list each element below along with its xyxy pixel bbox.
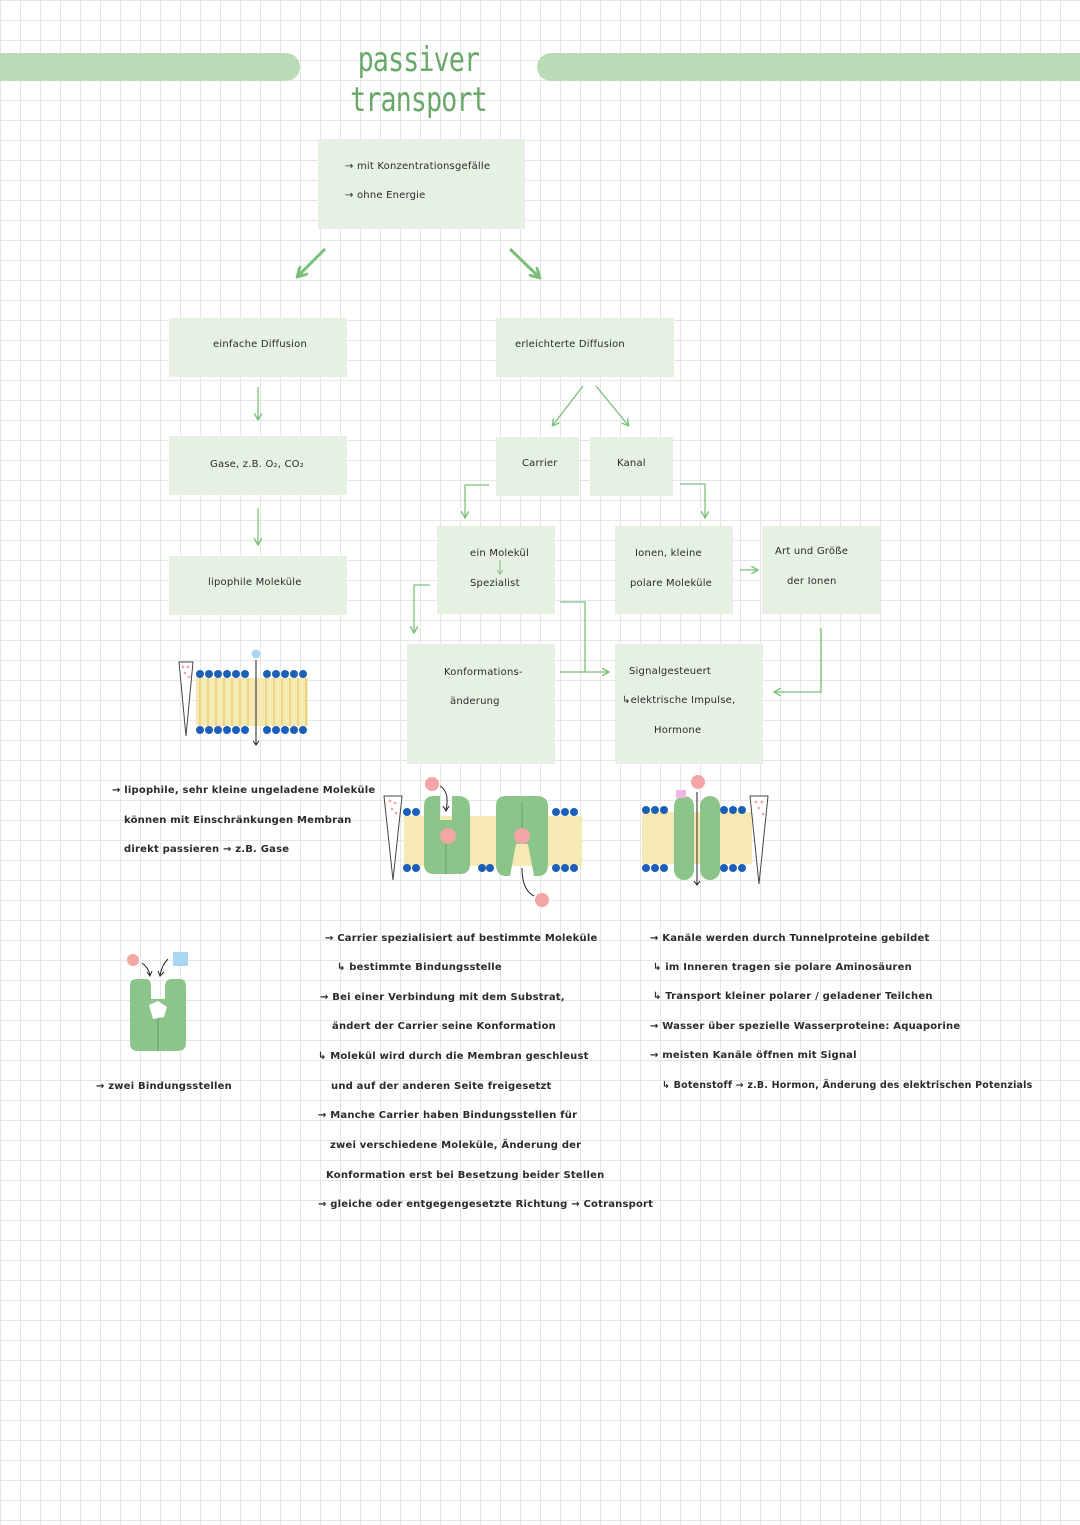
simple-note-3: direkt passieren → z.B. Gase (124, 844, 290, 855)
box-gase (169, 436, 347, 495)
kanal-membrane-diagram (642, 775, 769, 886)
box-einfache-diffusion (169, 318, 347, 377)
box-konformation (407, 644, 555, 764)
mini-arrow (496, 560, 504, 575)
label-erleichterte-diffusion: erleichterte Diffusion (515, 339, 625, 350)
box-ein-molekuel (437, 526, 555, 614)
label-kanal: Kanal (617, 458, 646, 469)
membrane-simple-diffusion (178, 649, 308, 746)
cotransport-carrier-icon (127, 952, 188, 1051)
box-signalgesteuert (615, 644, 763, 764)
box-carrier (496, 437, 579, 496)
kanal-note-3: → Wasser über spezielle Wasserproteine: … (650, 1021, 961, 1032)
label-konf-2: änderung (450, 696, 500, 707)
kanal-note-5: ↳ Botenstoff → z.B. Hormon, Änderung des… (662, 1080, 1033, 1091)
page-title: passiver transport (350, 40, 487, 120)
carrier-note-9: → gleiche oder entgegengesetzte Richtung… (318, 1199, 654, 1210)
label-gase: Gase, z.B. O₂, CO₂ (210, 459, 304, 470)
box-ionen (615, 526, 733, 614)
title-band-left (0, 53, 300, 81)
box-kanal (590, 437, 673, 496)
box-lipophile (169, 556, 347, 615)
label-art-2: der Ionen (787, 576, 837, 587)
simple-note-2: können mit Einschränkungen Membran (124, 815, 352, 826)
kanal-note-0: → Kanäle werden durch Tunnelproteine geb… (650, 933, 930, 944)
label-carrier: Carrier (522, 458, 558, 469)
label-art-1: Art und Größe (775, 546, 849, 557)
box-art-groesse (762, 526, 880, 614)
carrier-note-0: → Carrier spezialisiert auf bestimmte Mo… (325, 933, 598, 944)
label-spezialist: Spezialist (470, 578, 520, 589)
carrier-membrane-diagram (383, 777, 582, 907)
top-box (318, 139, 525, 229)
carrier-note-3: ändert der Carrier seine Konformation (332, 1021, 556, 1032)
carrier-note-1: ↳ bestimmte Bindungsstelle (337, 962, 502, 973)
carrier-note-4: ↳ Molekül wird durch die Membran geschle… (318, 1051, 589, 1062)
box-erleichterte-diffusion (496, 318, 674, 377)
carrier-note-7: zwei verschiedene Moleküle, Änderung der (330, 1140, 582, 1151)
label-ionen-2: polare Moleküle (630, 578, 713, 589)
label-lipophile: lipophile Moleküle (208, 577, 302, 588)
label-sig-3: Hormone (654, 725, 702, 736)
top-line-2: → ohne Energie (345, 190, 426, 201)
carrier-note-5: und auf der anderen Seite freigesetzt (331, 1081, 552, 1092)
label-ein-molekuel: ein Molekül (470, 548, 529, 559)
label-konf-1: Konformations- (444, 667, 523, 678)
label-sig-2: ↳elektrische Impulse, (622, 695, 736, 706)
title-band-right (537, 53, 1080, 81)
bottom-left-note: → zwei Bindungsstellen (96, 1081, 232, 1092)
simple-note-1: → lipophile, sehr kleine ungeladene Mole… (112, 785, 376, 796)
top-line-1: → mit Konzentrationsgefälle (345, 161, 491, 172)
kanal-note-2: ↳ Transport kleiner polarer / geladener … (653, 991, 933, 1002)
carrier-note-8: Konformation erst bei Besetzung beider S… (326, 1170, 605, 1181)
kanal-note-4: → meisten Kanäle öffnen mit Signal (650, 1050, 857, 1061)
carrier-note-6: → Manche Carrier haben Bindungsstellen f… (318, 1110, 578, 1121)
label-sig-1: Signalgesteuert (629, 666, 712, 677)
carrier-note-2: → Bei einer Verbindung mit dem Substrat, (320, 992, 565, 1003)
kanal-note-1: ↳ im Inneren tragen sie polare Aminosäur… (653, 962, 912, 973)
label-einfache-diffusion: einfache Diffusion (213, 339, 307, 350)
label-ionen-1: Ionen, kleine (635, 548, 702, 559)
